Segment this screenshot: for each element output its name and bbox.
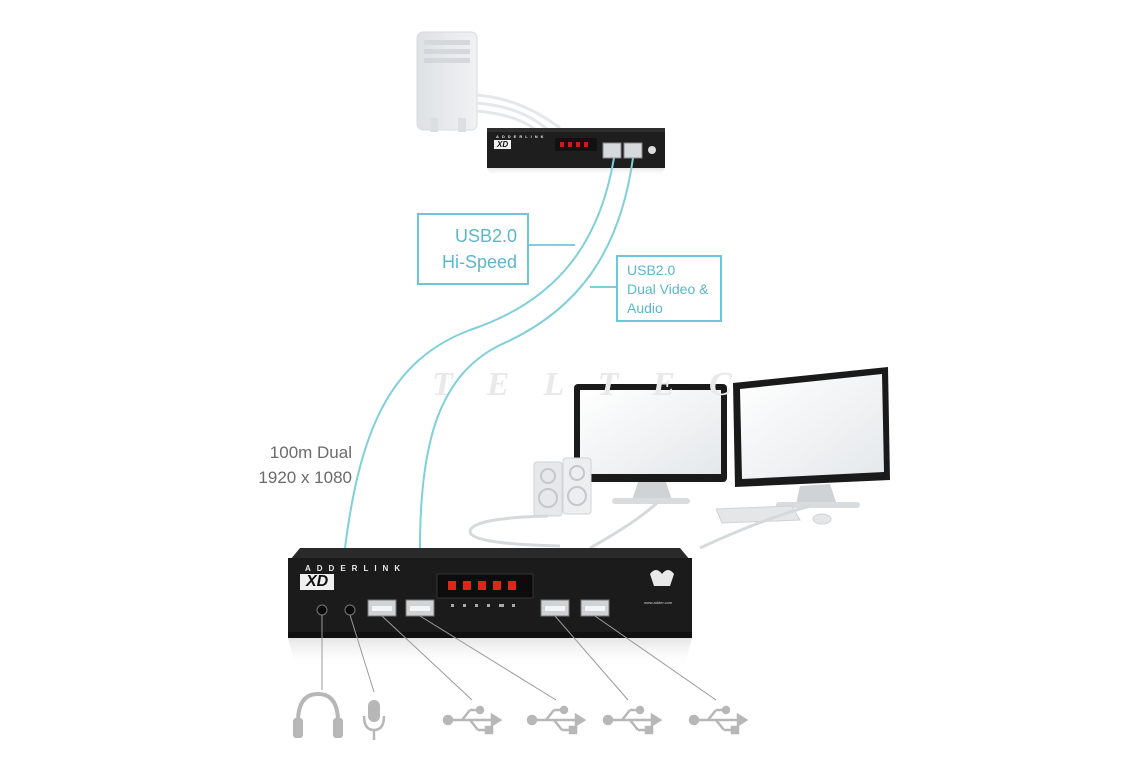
monitor-right-icon xyxy=(733,367,890,508)
led-display xyxy=(448,581,516,590)
peripheral-cables xyxy=(468,498,811,550)
usb-icon xyxy=(442,705,503,735)
resolution-label: 100m Dual 1920 x 1080 xyxy=(232,440,352,490)
callout-line: Hi-Speed xyxy=(441,252,517,272)
callout-line: USB2.0 xyxy=(454,226,517,246)
callout-usb-hispeed: USB2.0 Hi-Speed xyxy=(417,213,529,285)
usb-icon xyxy=(526,705,587,735)
receiver-model: XD xyxy=(300,574,335,590)
usb-icon xyxy=(602,705,663,735)
headphone-jack xyxy=(316,604,328,616)
receiver-website: www.adder.com xyxy=(644,600,673,605)
receiver-unit xyxy=(288,548,692,668)
resolution-line: 100m Dual xyxy=(269,443,352,462)
callout-line: Dual Video & xyxy=(627,281,709,297)
monitor-left-icon xyxy=(574,384,727,504)
cat-cable-right xyxy=(419,157,634,549)
microphone-jack xyxy=(344,604,356,616)
microphone-icon xyxy=(362,700,386,740)
usb-ports xyxy=(367,599,610,617)
callout-line: Audio xyxy=(627,300,663,316)
port-leader-lines xyxy=(321,614,717,701)
keyboard-mouse-icon xyxy=(715,505,832,525)
transmitter-unit xyxy=(487,128,665,176)
usb-icon xyxy=(688,705,749,735)
resolution-line: 1920 x 1080 xyxy=(258,468,352,487)
adder-logo xyxy=(650,570,674,586)
computer-tower-icon xyxy=(416,31,561,132)
cat-cable-left xyxy=(344,157,615,549)
speakers-icon xyxy=(533,457,592,517)
transmitter-brand-line: ADDERLINK xyxy=(496,134,547,139)
watermark: TELTEC xyxy=(432,366,766,403)
transmitter-model: XD xyxy=(494,140,512,149)
headphones-icon xyxy=(293,691,343,738)
callout-line: USB2.0 xyxy=(627,262,676,278)
receiver-brand-line: ADDERLINK xyxy=(305,564,407,573)
callout-usb-dualvideo: USB2.0 Dual Video & Audio xyxy=(616,255,722,322)
